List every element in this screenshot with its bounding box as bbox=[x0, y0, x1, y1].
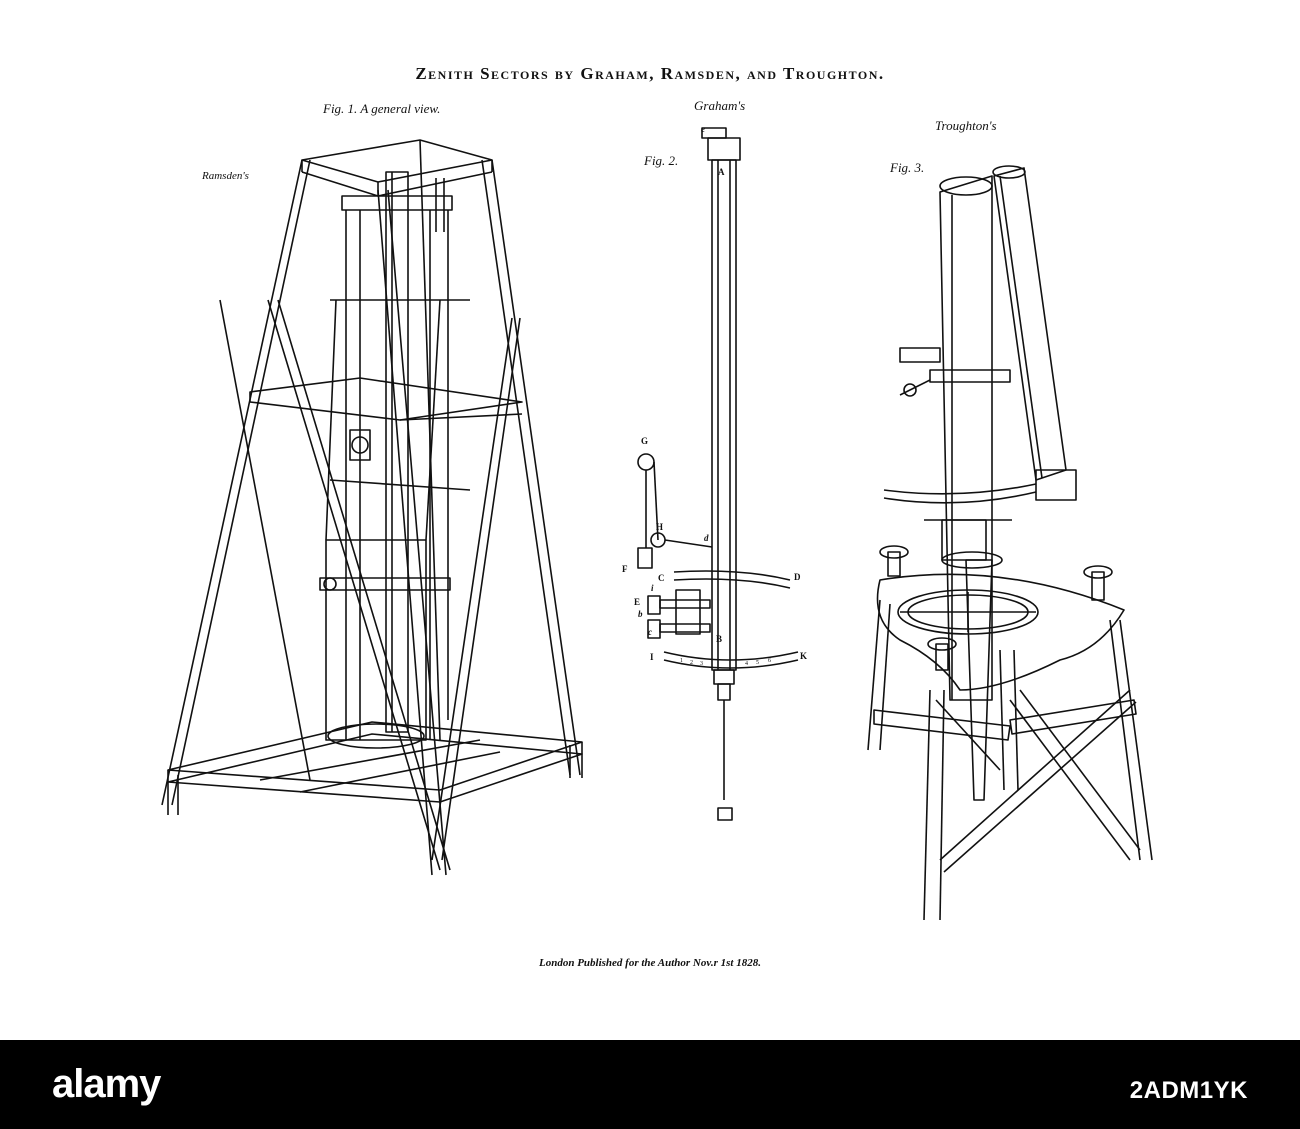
engraving-plate: Zenith Sectors by Graham, Ramsden, and T… bbox=[161, 64, 1153, 969]
ramsden-frame bbox=[161, 139, 583, 876]
fig2-letter-B: B bbox=[716, 634, 723, 644]
fig2-letter-D: D bbox=[794, 572, 801, 582]
fig2-letter-A: A bbox=[718, 167, 725, 177]
svg-text:1: 1 bbox=[680, 658, 683, 664]
fig3-caption: Fig. 3. bbox=[890, 160, 925, 175]
fig2-letter-e: e bbox=[701, 124, 705, 134]
watermark-logo: alamy bbox=[52, 1062, 161, 1106]
fig2-letter-b: b bbox=[638, 609, 643, 619]
fig2-letter-E: E bbox=[634, 597, 641, 607]
graham-label: Graham's bbox=[694, 98, 746, 113]
fig2-letter-K: K bbox=[800, 651, 808, 661]
fig2-letter-H: H bbox=[656, 522, 664, 532]
zenith-sectors-engraving: 1 2 3 4 5 6 bbox=[161, 127, 1153, 921]
fig2-letter-F: F bbox=[622, 564, 628, 574]
fig2-letter-G: G bbox=[641, 436, 649, 446]
fig2-letter-i: i bbox=[651, 583, 654, 593]
svg-text:3: 3 bbox=[700, 661, 703, 667]
fig1-caption: Fig. 1. A general view. bbox=[323, 101, 441, 116]
graham-sector bbox=[637, 127, 799, 821]
svg-text:6: 6 bbox=[768, 658, 771, 664]
svg-text:2: 2 bbox=[690, 660, 693, 666]
fig2-letter-c: c bbox=[648, 627, 652, 637]
fig2-letter-I: I bbox=[650, 652, 654, 662]
svg-text:4: 4 bbox=[745, 661, 748, 667]
fig2-letter-d: d bbox=[704, 533, 709, 543]
troughton-label: Troughton's bbox=[935, 118, 997, 133]
fig2-caption: Fig. 2. bbox=[644, 153, 679, 168]
svg-text:5: 5 bbox=[756, 660, 759, 666]
watermark-banner bbox=[0, 1040, 1300, 1129]
plate-title: Zenith Sectors by Graham, Ramsden, and T… bbox=[415, 64, 885, 83]
ramsden-label: Ramsden's bbox=[202, 170, 249, 182]
troughton-sector bbox=[867, 165, 1153, 921]
fig2-letter-C: C bbox=[658, 573, 665, 583]
watermark-image-id: 2ADM1YK bbox=[1129, 1077, 1248, 1104]
publisher-imprint: London Published for the Author Nov.r 1s… bbox=[539, 957, 761, 969]
